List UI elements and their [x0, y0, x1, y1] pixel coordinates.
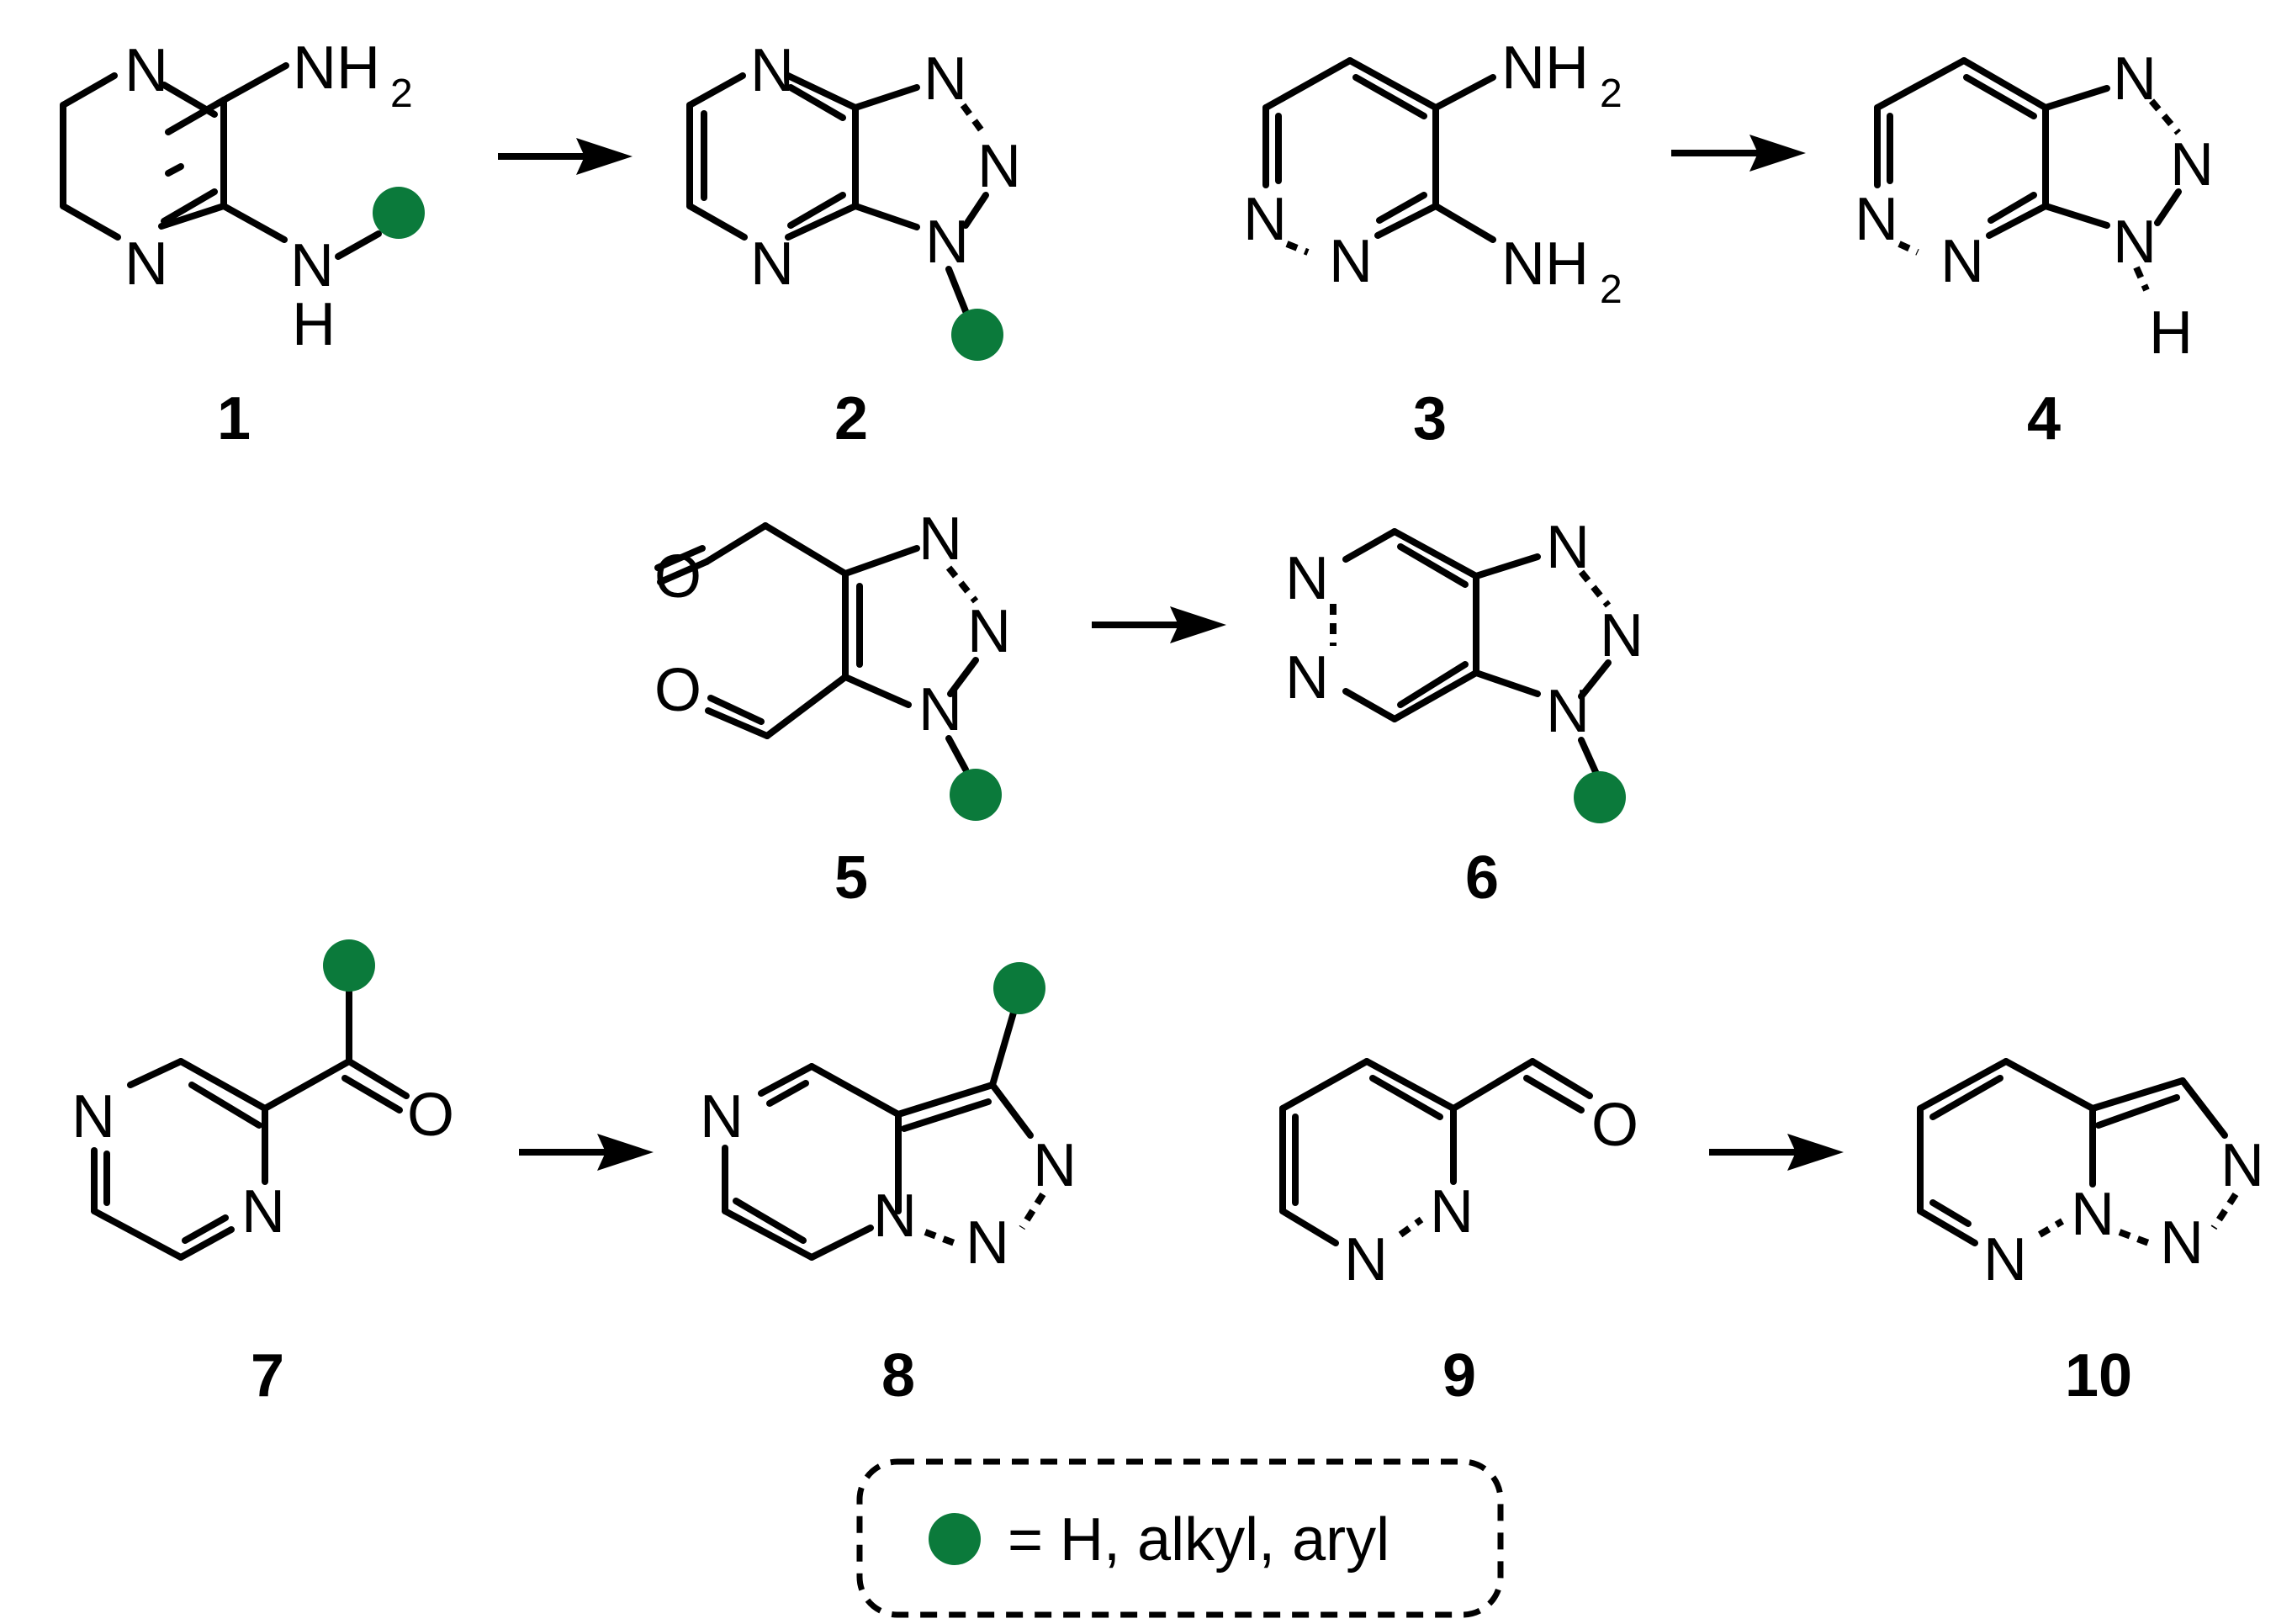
atom-n: N: [918, 505, 962, 573]
compound-label-2: 2: [834, 385, 868, 452]
atom-n: N: [1546, 514, 1590, 581]
substituent-dot-icon: [951, 309, 1003, 361]
green-dot-icon: [929, 1513, 981, 1565]
legend-text: = H, alkyl, aryl: [1008, 1506, 1389, 1574]
compound-label-10: 10: [2065, 1342, 2132, 1410]
atom-o: O: [654, 543, 701, 611]
atom-n: N: [700, 1083, 744, 1151]
atom-n: N: [873, 1182, 917, 1250]
atom-n: N: [241, 1178, 285, 1246]
subscript-2: 2: [1600, 71, 1622, 116]
compound-5-structure: O O N N N: [654, 505, 1011, 821]
atom-n: N: [1243, 186, 1287, 253]
atom-h: H: [2149, 299, 2193, 367]
atom-n: N: [977, 133, 1021, 200]
compound-label-9: 9: [1442, 1342, 1476, 1410]
atom-n: N: [1033, 1132, 1077, 1199]
atom-n: N: [1285, 545, 1329, 612]
atom-n: N: [1329, 228, 1373, 295]
atom-n: N: [966, 1209, 1009, 1277]
atom-n: N: [2170, 131, 2214, 198]
atom-h: H: [292, 291, 336, 358]
atom-n: N: [918, 676, 962, 743]
compound-1-structure: N N NH 2 N H: [60, 34, 425, 358]
atom-nh: NH: [1501, 34, 1589, 102]
atom-n: N: [2113, 45, 2157, 113]
compound-8-structure: N N N N: [700, 962, 1077, 1277]
compound-label-7: 7: [251, 1342, 284, 1410]
compound-label-5: 5: [834, 844, 868, 912]
atom-n: N: [2113, 209, 2157, 276]
atom-n: N: [1940, 228, 1984, 295]
atom-n: N: [924, 45, 967, 113]
compound-label-6: 6: [1465, 844, 1499, 912]
atom-o: O: [654, 657, 701, 724]
substituent-dot-icon: [1574, 771, 1626, 823]
compound-2-structure: N N N N N: [686, 37, 1021, 361]
atom-n: N: [1285, 644, 1329, 711]
atom-n: N: [967, 598, 1011, 665]
compound-label-3: 3: [1413, 385, 1447, 452]
atom-n: N: [1344, 1226, 1388, 1293]
compound-label-4: 4: [2027, 385, 2061, 452]
substituent-dot-icon: [950, 769, 1002, 821]
atom-n: N: [1600, 602, 1643, 669]
atom-n: N: [925, 209, 969, 276]
atom-nh: NH: [293, 34, 380, 102]
atom-n: N: [124, 230, 168, 298]
reaction-arrow: [1092, 606, 1226, 643]
atom-n: N: [750, 230, 794, 298]
reaction-arrow: [1671, 135, 1806, 172]
atom-n: N: [750, 37, 794, 104]
substituent-dot-icon: [993, 962, 1045, 1014]
compound-7-structure: O N N: [71, 939, 454, 1261]
atom-n: N: [71, 1083, 115, 1151]
compound-3-structure: N N NH 2 NH 2: [1243, 34, 1622, 312]
legend-box: = H, alkyl, aryl: [856, 1458, 1504, 1618]
reaction-arrow: [498, 138, 633, 175]
atom-n: N: [1430, 1178, 1474, 1246]
subscript-2: 2: [390, 71, 413, 116]
reaction-arrow: [1709, 1134, 1844, 1171]
atom-n: N: [124, 37, 168, 104]
atom-n: N: [1983, 1226, 2027, 1293]
atom-o: O: [1591, 1092, 1638, 1159]
atom-n: N: [2160, 1209, 2204, 1277]
subscript-2: 2: [1600, 267, 1622, 312]
compound-label-8: 8: [881, 1342, 915, 1410]
substituent-dot-icon: [323, 939, 375, 992]
reaction-arrow: [519, 1134, 654, 1171]
atom-nh: NH: [1501, 230, 1589, 298]
substituent-dot-icon: [373, 187, 425, 239]
atom-o: O: [407, 1082, 454, 1149]
compound-6-structure: N N N N N: [1285, 514, 1643, 823]
compound-4-structure: N N N N N H: [1855, 45, 2214, 367]
compound-10-structure: N N N N: [1917, 1058, 2264, 1293]
atom-n: N: [1855, 186, 1898, 253]
compound-9-structure: O N N: [1279, 1058, 1638, 1293]
atom-n: N: [1546, 678, 1590, 745]
atom-n: N: [290, 232, 334, 299]
atom-n: N: [2071, 1181, 2115, 1248]
atom-n: N: [2220, 1132, 2264, 1199]
compound-label-1: 1: [217, 385, 251, 452]
